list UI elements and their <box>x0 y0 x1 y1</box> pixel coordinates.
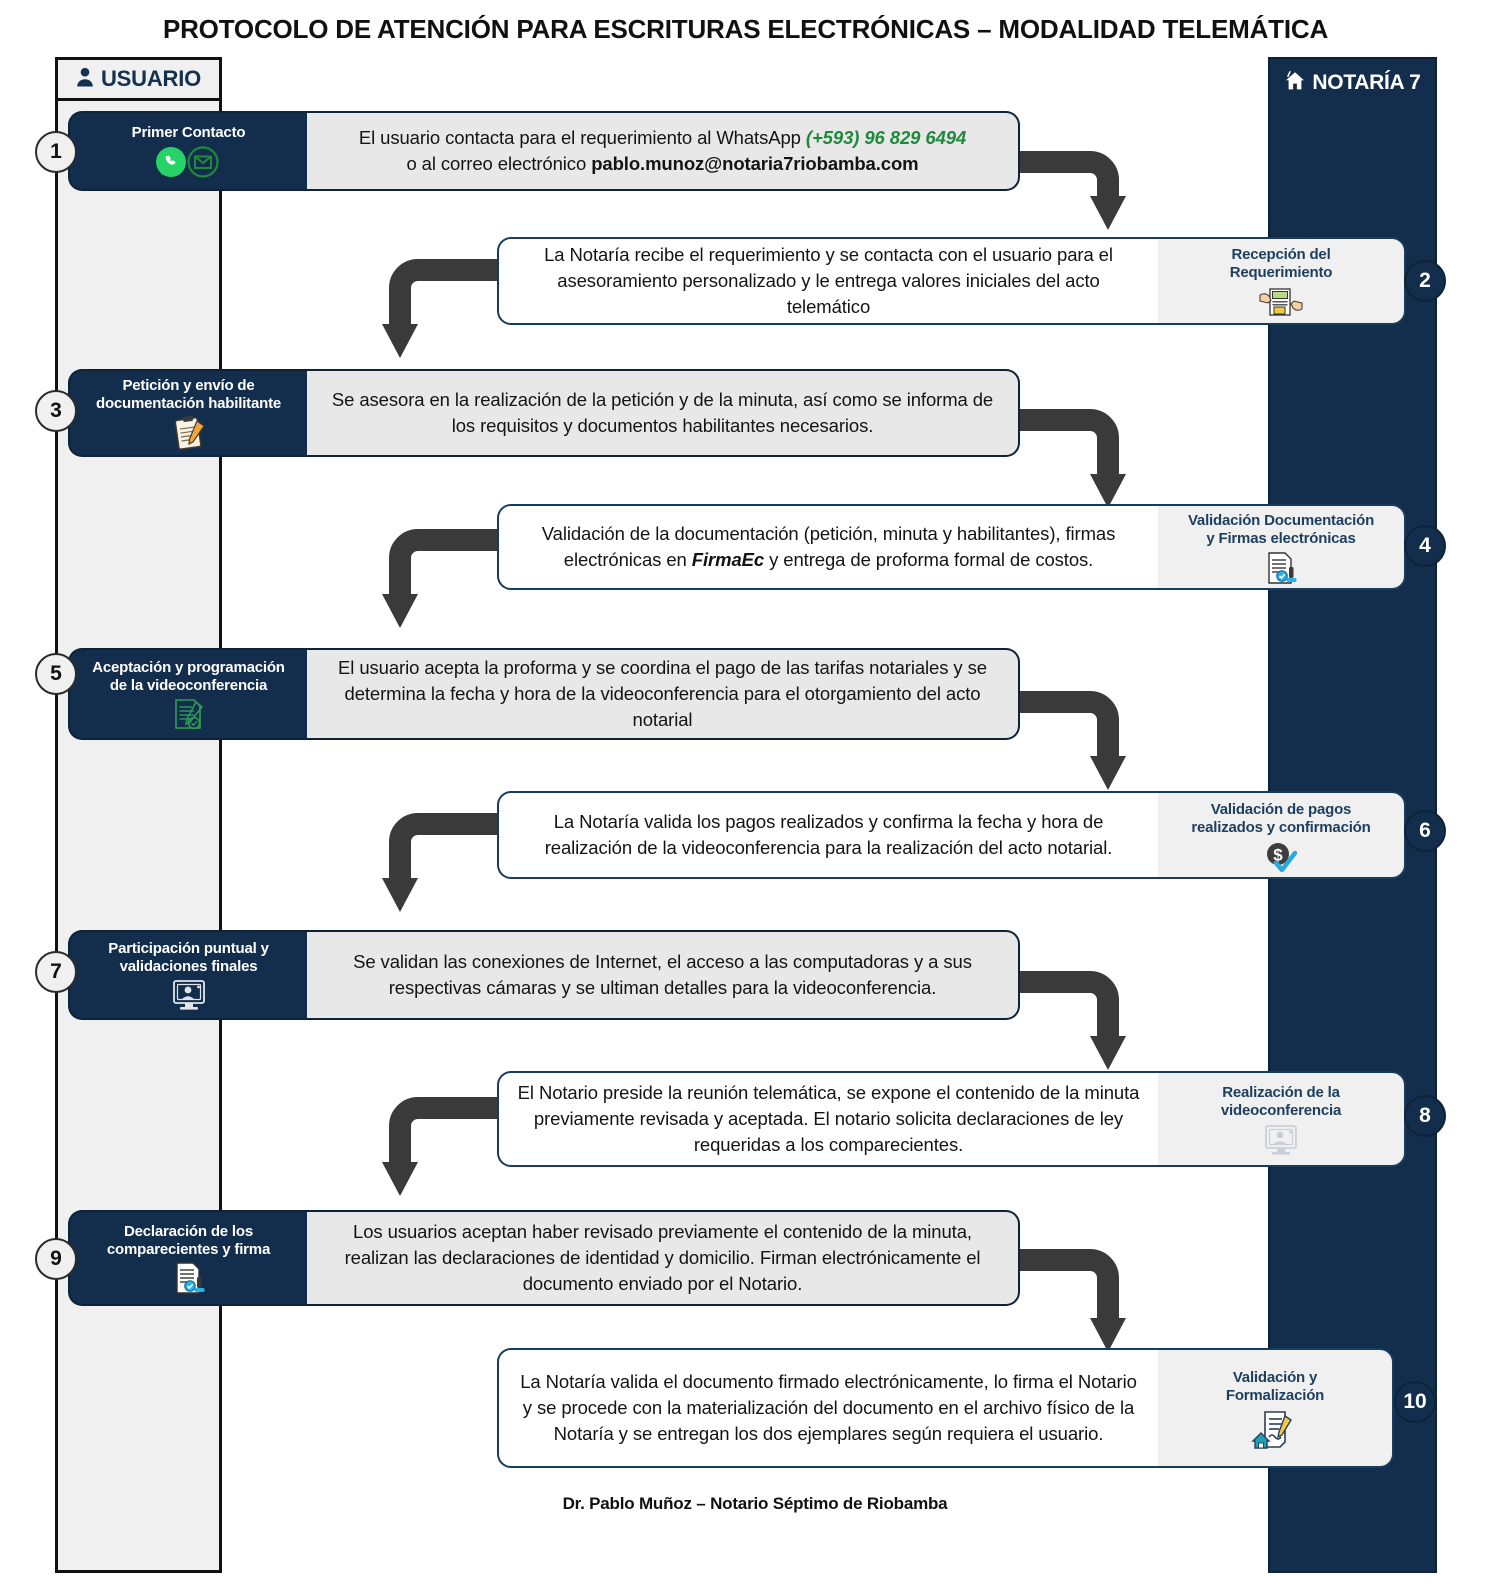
document-seal-icon <box>168 1261 210 1295</box>
step-4-text-a: Validación de la documentación (petición… <box>541 522 1116 570</box>
clipboard-pencil-icon <box>169 415 209 451</box>
connector-7-to-8 <box>1018 970 1158 1085</box>
step-1-email: pablo.munoz@notaria7riobamba.com <box>591 153 919 174</box>
dollar-check-icon: $ <box>1261 840 1301 872</box>
step-3-body: Se asesora en la realización de la petic… <box>307 369 1020 457</box>
step-number-6: 6 <box>1404 810 1446 852</box>
svg-text:$: $ <box>1273 845 1283 864</box>
home-icon <box>1284 70 1306 97</box>
lane-notaria-header: NOTARÍA 7 <box>1268 62 1437 104</box>
videoconference-icon <box>169 978 209 1012</box>
step-number-1: 1 <box>35 131 77 173</box>
step-number-9: 9 <box>35 1238 77 1280</box>
lane-usuario-label: USUARIO <box>100 66 202 91</box>
document-seal-icon <box>1260 551 1302 585</box>
connector-6-to-7 <box>370 812 510 927</box>
connector-5-to-6 <box>1018 690 1158 805</box>
hands-document-icon <box>1258 285 1304 319</box>
step-number-2: 2 <box>1404 260 1446 302</box>
step-1-tag-title: Primer Contacto <box>131 123 246 141</box>
step-2-body: La Notaría recibe el requerimiento y se … <box>497 237 1158 325</box>
connector-4-to-5 <box>370 528 510 643</box>
lane-notaria-label: NOTARÍA 7 <box>1312 71 1421 94</box>
step-number-8: 8 <box>1404 1095 1446 1137</box>
page-title: PROTOCOLO DE ATENCIÓN PARA ESCRITURAS EL… <box>162 14 1329 44</box>
step-8-body: El Notario preside la reunión telemática… <box>497 1071 1158 1167</box>
step-1-text-b: o al correo electrónico <box>406 153 592 174</box>
connector-8-to-9 <box>370 1096 510 1211</box>
step-1-icons <box>151 144 227 180</box>
step-4-firmaec: FirmaEc <box>691 549 765 570</box>
step-1-text-a: El usuario contacta para el requerimient… <box>358 126 806 148</box>
person-icon <box>76 67 94 92</box>
connector-1-to-2 <box>1018 150 1158 245</box>
connector-3-to-4 <box>1018 408 1158 523</box>
step-1-body: El usuario contacta para el requerimient… <box>307 111 1020 191</box>
step-10-body: La Notaría valida el documento firmado e… <box>497 1348 1158 1468</box>
videoconference-icon <box>1261 1123 1301 1157</box>
step-2-notary[interactable]: La Notaría recibe el requerimiento y se … <box>497 237 1406 325</box>
step-number-3: 3 <box>35 390 77 432</box>
step-6-body: La Notaría valida los pagos realizados y… <box>497 791 1158 879</box>
step-number-10: 10 <box>1394 1381 1436 1423</box>
step-9-body: Los usuarios aceptan haber revisado prev… <box>307 1210 1020 1306</box>
footer-signature: Dr. Pablo Muñoz – Notario Séptimo de Rio… <box>562 1494 948 1513</box>
step-number-5: 5 <box>35 653 77 695</box>
step-number-4: 4 <box>1404 525 1446 567</box>
lane-usuario-header: USUARIO <box>55 57 222 101</box>
house-document-pen-icon <box>1249 1408 1301 1450</box>
lane-usuario <box>55 57 222 1573</box>
step-6-notary[interactable]: La Notaría valida los pagos realizados y… <box>497 791 1406 879</box>
step-5-body: El usuario acepta la proforma y se coord… <box>307 648 1020 740</box>
step-4-notary[interactable]: Validación de la documentación (petición… <box>497 504 1406 590</box>
step-8-notary[interactable]: El Notario preside la reunión telemática… <box>497 1071 1406 1167</box>
connector-9-to-10 <box>1018 1248 1158 1368</box>
step-10-notary[interactable]: La Notaría valida el documento firmado e… <box>497 1348 1394 1468</box>
step-7-body: Se validan las conexiones de Internet, e… <box>307 930 1020 1020</box>
document-check-pencil-icon <box>168 697 210 731</box>
step-4-body: Validación de la documentación (petición… <box>497 504 1158 590</box>
step-number-7: 7 <box>35 951 77 993</box>
step-1-phone: (+593) 96 829 6494 <box>805 126 967 148</box>
step-1-user[interactable]: Primer Contacto El usuario contacta para… <box>68 111 1020 191</box>
step-1-tag: Primer Contacto <box>68 111 307 191</box>
step-4-text-b: y entrega de proforma formal de costos. <box>764 549 1094 570</box>
connector-2-to-3 <box>370 258 510 373</box>
